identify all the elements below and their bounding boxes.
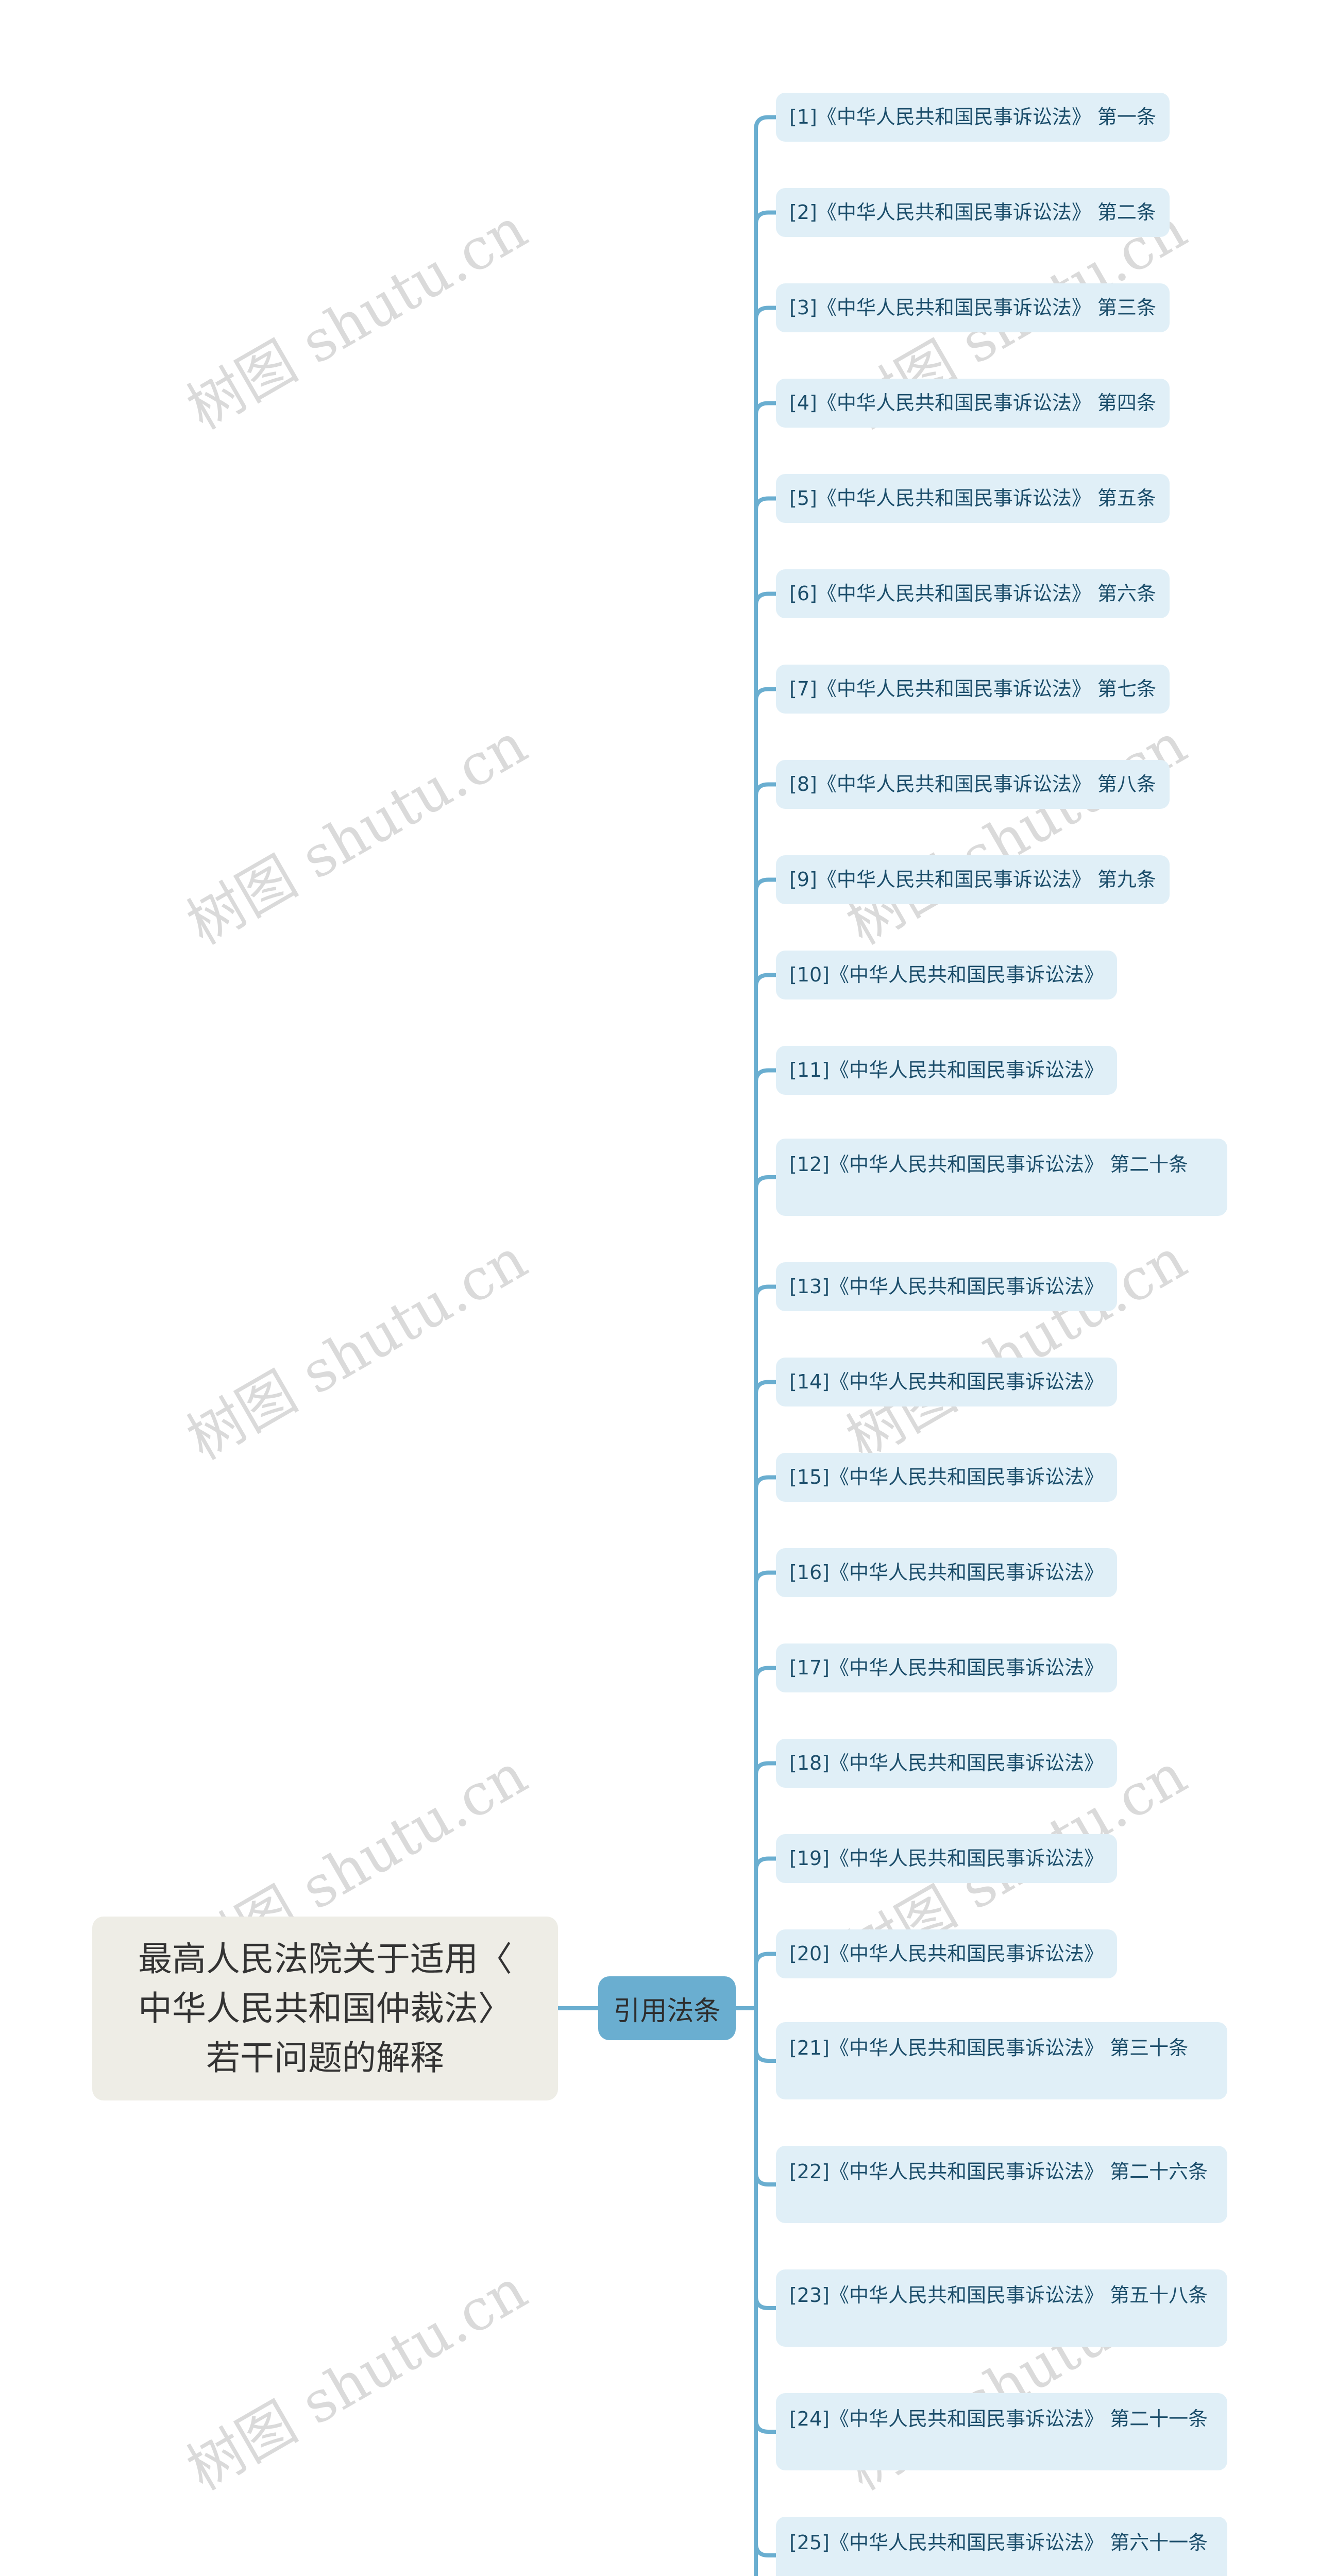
leaf-label: [14]《中华人民共和国民事诉讼法》 xyxy=(789,1370,1104,1393)
leaf-node[interactable]: [12]《中华人民共和国民事诉讼法》 第二十条 xyxy=(776,1139,1227,1216)
leaf-label: [9]《中华人民共和国民事诉讼法》 第九条 xyxy=(789,868,1156,891)
leaf-label: [22]《中华人民共和国民事诉讼法》 第二十六条 xyxy=(789,2160,1208,2183)
leaf-label: [5]《中华人民共和国民事诉讼法》 第五条 xyxy=(789,487,1156,510)
root-title-line-3: 若干问题的解释 xyxy=(206,2038,444,2078)
leaf-node[interactable]: [1]《中华人民共和国民事诉讼法》 第一条 xyxy=(776,93,1170,142)
leaf-label: [23]《中华人民共和国民事诉讼法》 第五十八条 xyxy=(789,2284,1208,2307)
leaf-node[interactable]: [24]《中华人民共和国民事诉讼法》 第二十一条 xyxy=(776,2393,1227,2470)
leaf-label: [15]《中华人民共和国民事诉讼法》 xyxy=(789,1466,1104,1488)
leaf-label: [20]《中华人民共和国民事诉讼法》 xyxy=(789,1942,1104,1965)
leaf-label: [10]《中华人民共和国民事诉讼法》 xyxy=(789,963,1104,986)
leaf-node[interactable]: [7]《中华人民共和国民事诉讼法》 第七条 xyxy=(776,665,1170,714)
branch-label: 引用法条 xyxy=(613,1995,721,2027)
leaf-node[interactable]: [5]《中华人民共和国民事诉讼法》 第五条 xyxy=(776,474,1170,523)
leaf-node[interactable]: [8]《中华人民共和国民事诉讼法》 第八条 xyxy=(776,760,1170,809)
leaf-node[interactable]: [21]《中华人民共和国民事诉讼法》 第三十条 xyxy=(776,2022,1227,2099)
root-node[interactable]: 最高人民法院关于适用〈 中华人民共和国仲裁法〉 若干问题的解释 xyxy=(92,1917,558,2100)
leaf-node[interactable]: [18]《中华人民共和国民事诉讼法》 xyxy=(776,1739,1118,1788)
leaf-node[interactable]: [15]《中华人民共和国民事诉讼法》 xyxy=(776,1453,1118,1502)
leaf-node[interactable]: [22]《中华人民共和国民事诉讼法》 第二十六条 xyxy=(776,2146,1227,2223)
leaf-label: [21]《中华人民共和国民事诉讼法》 第三十条 xyxy=(789,2037,1189,2059)
leaf-node[interactable]: [13]《中华人民共和国民事诉讼法》 xyxy=(776,1262,1118,1311)
leaf-node[interactable]: [20]《中华人民共和国民事诉讼法》 xyxy=(776,1929,1118,1978)
branch-node-cited-laws[interactable]: 引用法条 xyxy=(598,1976,736,2040)
leaf-node[interactable]: [11]《中华人民共和国民事诉讼法》 xyxy=(776,1046,1118,1095)
leaf-label: [11]《中华人民共和国民事诉讼法》 xyxy=(789,1059,1104,1081)
leaf-label: [13]《中华人民共和国民事诉讼法》 xyxy=(789,1275,1104,1298)
leaf-label: [16]《中华人民共和国民事诉讼法》 xyxy=(789,1561,1104,1584)
leaf-label: [19]《中华人民共和国民事诉讼法》 xyxy=(789,1847,1104,1870)
leaf-label: [6]《中华人民共和国民事诉讼法》 第六条 xyxy=(789,582,1156,605)
leaf-node[interactable]: [19]《中华人民共和国民事诉讼法》 xyxy=(776,1834,1118,1883)
leaf-label: [2]《中华人民共和国民事诉讼法》 第二条 xyxy=(789,201,1156,224)
leaf-node[interactable]: [6]《中华人民共和国民事诉讼法》 第六条 xyxy=(776,569,1170,618)
leaf-node[interactable]: [16]《中华人民共和国民事诉讼法》 xyxy=(776,1548,1118,1597)
root-title-line-1: 最高人民法院关于适用〈 xyxy=(138,1939,512,1979)
leaf-label: [25]《中华人民共和国民事诉讼法》 第六十一条 xyxy=(789,2531,1208,2554)
leaf-label: [8]《中华人民共和国民事诉讼法》 第八条 xyxy=(789,773,1156,795)
leaf-node[interactable]: [14]《中华人民共和国民事诉讼法》 xyxy=(776,1358,1118,1406)
leaf-node[interactable]: [4]《中华人民共和国民事诉讼法》 第四条 xyxy=(776,379,1170,428)
leaf-label: [1]《中华人民共和国民事诉讼法》 第一条 xyxy=(789,106,1156,128)
leaf-node[interactable]: [17]《中华人民共和国民事诉讼法》 xyxy=(776,1643,1118,1692)
root-title-line-2: 中华人民共和国仲裁法〉 xyxy=(138,1988,512,2028)
leaf-node[interactable]: [3]《中华人民共和国民事诉讼法》 第三条 xyxy=(776,283,1170,332)
leaf-label: [7]《中华人民共和国民事诉讼法》 第七条 xyxy=(789,677,1156,700)
leaf-label: [24]《中华人民共和国民事诉讼法》 第二十一条 xyxy=(789,2408,1208,2430)
leaf-node[interactable]: [25]《中华人民共和国民事诉讼法》 第六十一条 xyxy=(776,2517,1227,2576)
leaf-label: [4]《中华人民共和国民事诉讼法》 第四条 xyxy=(789,392,1156,414)
leaf-node[interactable]: [10]《中华人民共和国民事诉讼法》 xyxy=(776,951,1118,999)
root-title: 最高人民法院关于适用〈 中华人民共和国仲裁法〉 若干问题的解释 xyxy=(138,1935,512,2083)
leaf-label: [18]《中华人民共和国民事诉讼法》 xyxy=(789,1752,1104,1774)
leaf-node[interactable]: [9]《中华人民共和国民事诉讼法》 第九条 xyxy=(776,855,1170,904)
leaf-label: [17]《中华人民共和国民事诉讼法》 xyxy=(789,1656,1104,1679)
leaf-label: [3]《中华人民共和国民事诉讼法》 第三条 xyxy=(789,296,1156,319)
leaf-label: [12]《中华人民共和国民事诉讼法》 第二十条 xyxy=(789,1153,1189,1176)
leaf-node[interactable]: [2]《中华人民共和国民事诉讼法》 第二条 xyxy=(776,188,1170,237)
leaf-node[interactable]: [23]《中华人民共和国民事诉讼法》 第五十八条 xyxy=(776,2269,1227,2347)
